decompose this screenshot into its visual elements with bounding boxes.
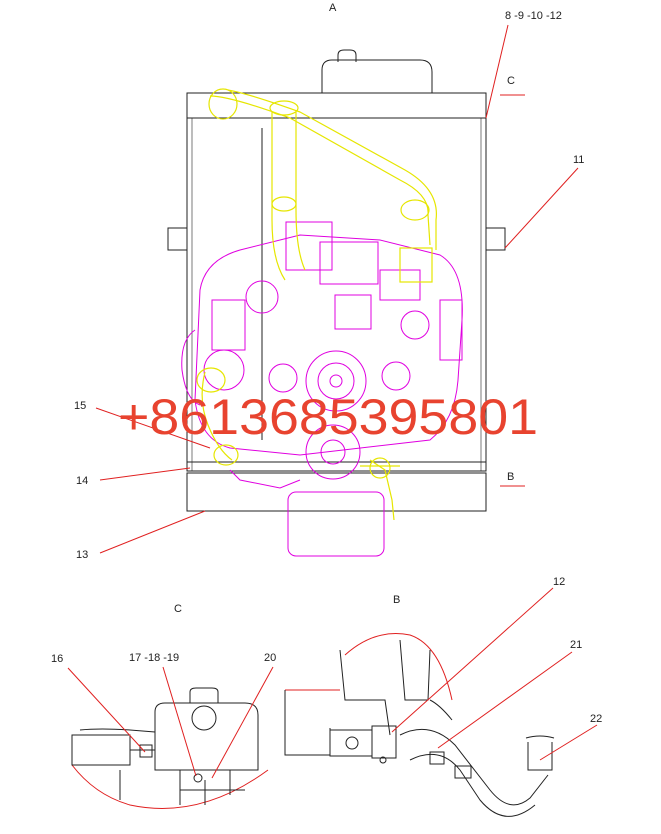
leader-16 bbox=[67, 667, 146, 753]
view-label-b: B bbox=[393, 594, 400, 606]
detail-c-boundary bbox=[71, 764, 269, 809]
leader-14 bbox=[99, 467, 191, 481]
callout-17-18-19: 17 -18 -19 bbox=[129, 652, 179, 664]
detail-c-tank bbox=[71, 687, 259, 805]
crankshaft-pulley bbox=[305, 350, 367, 412]
cooling-hoses bbox=[196, 88, 438, 521]
hose-fitting bbox=[329, 729, 373, 757]
leader-13 bbox=[99, 510, 206, 554]
main-view-a: A bbox=[74, 2, 584, 561]
expansion-tank bbox=[321, 59, 433, 94]
view-label-c: C bbox=[174, 603, 182, 615]
leader-11 bbox=[504, 167, 579, 249]
view-label-a: A bbox=[329, 2, 337, 14]
hose-clamp-b bbox=[454, 765, 472, 779]
callout-21: 21 bbox=[570, 639, 582, 651]
leader-17-19 bbox=[162, 666, 197, 777]
leader-15 bbox=[95, 407, 211, 449]
radiator-frame bbox=[186, 92, 487, 472]
lower-radiator-hose bbox=[201, 371, 233, 461]
oil-pan bbox=[287, 491, 385, 557]
engine-assembly bbox=[181, 221, 463, 489]
section-mark-c: C bbox=[507, 75, 515, 87]
section-mark-b: B bbox=[507, 471, 514, 483]
callout-11: 11 bbox=[573, 154, 584, 166]
callout-22: 22 bbox=[590, 713, 602, 725]
leader-20 bbox=[211, 666, 274, 779]
callout-15: 15 bbox=[74, 400, 86, 412]
callout-13: 13 bbox=[76, 549, 88, 561]
leader-22 bbox=[539, 724, 598, 761]
hose-clamp-a bbox=[429, 751, 445, 765]
hose-end-22 bbox=[527, 742, 553, 771]
leader-12-detail bbox=[391, 587, 554, 733]
mounting-bracket-left bbox=[167, 227, 188, 251]
flywheel bbox=[305, 424, 361, 480]
tank-cap bbox=[337, 49, 357, 62]
coolant-hose bbox=[399, 728, 549, 806]
detail-view-c: C 16 17 -18 -19 20 bbox=[51, 603, 276, 809]
watermark-phone: +8613685395801 bbox=[118, 389, 538, 445]
callout-14: 14 bbox=[76, 475, 88, 487]
leader-21 bbox=[437, 651, 573, 749]
detail-view-b: B 12 21 22 bbox=[284, 576, 602, 817]
callout-20: 20 bbox=[264, 652, 276, 664]
rear-guard-lower bbox=[186, 472, 487, 512]
long-vertical-hose bbox=[271, 112, 306, 281]
callout-16: 16 bbox=[51, 653, 63, 665]
callout-8-9-10-12: 8 -9 -10 -12 bbox=[505, 10, 562, 22]
detail-b-parts bbox=[284, 639, 555, 817]
leader-8-12 bbox=[485, 24, 509, 119]
callout-12-detail: 12 bbox=[553, 576, 565, 588]
detail-b-boundary bbox=[285, 633, 453, 701]
mounting-bracket-right bbox=[485, 227, 506, 251]
